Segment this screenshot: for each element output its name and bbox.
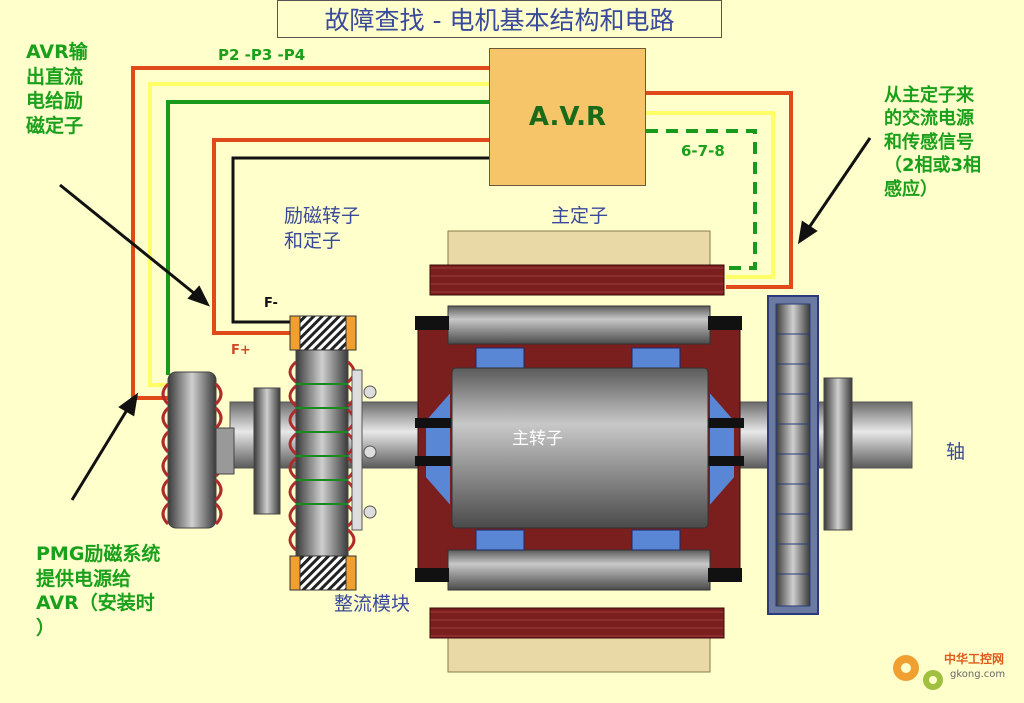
arrows <box>59 137 872 501</box>
label-main-rotor: 主转子 <box>512 429 563 449</box>
label-f-minus: F- <box>264 296 278 311</box>
label-rectifier: 整流模块 <box>334 593 411 615</box>
cooling-fan <box>767 295 853 615</box>
label-shaft: 轴 <box>946 441 966 463</box>
wire-green-dashed <box>646 129 757 270</box>
label-f-plus: F+ <box>231 343 251 358</box>
label-exciter: 励磁转子 和定子 <box>284 205 361 252</box>
wire-red-outer <box>131 66 489 400</box>
main-rotor-assembly <box>415 305 744 591</box>
rectifier-module <box>351 369 377 531</box>
wire-yellow-right <box>646 111 775 279</box>
wire-red-right <box>646 91 793 289</box>
avr-label: A.V.R <box>528 102 607 132</box>
exciter-assembly <box>253 315 377 591</box>
wire-red-fplus <box>212 138 489 335</box>
watermark-text: 中华工控网 <box>944 652 1005 666</box>
label-main-stator-input: 从主定子来 的交流电源 和传感信号 （2相或3相 感应） <box>884 85 982 200</box>
label-pmg: PMG励磁系统 提供电源给 AVR（安装时 ） <box>36 543 161 640</box>
page-title: 故障查找 - 电机基本结构和电路 <box>277 0 722 38</box>
avr-unit: A.V.R <box>489 48 646 186</box>
label-avr-output: AVR输 出直流 电给励 磁定子 <box>26 41 88 138</box>
label-main-stator: 主定子 <box>551 205 609 227</box>
wire-green <box>166 100 489 375</box>
watermark-url: gkong.com <box>950 669 1006 680</box>
wiring <box>131 66 793 400</box>
watermark-gear-icon <box>893 655 943 690</box>
label-sensing-terminals: 6-7-8 <box>681 142 725 160</box>
pmg-assembly <box>161 371 235 529</box>
label-p-terminals: P2 -P3 -P4 <box>218 46 306 64</box>
main-stator <box>429 230 725 673</box>
wire-yellow <box>148 82 489 387</box>
wire-black-fminus <box>231 156 489 324</box>
